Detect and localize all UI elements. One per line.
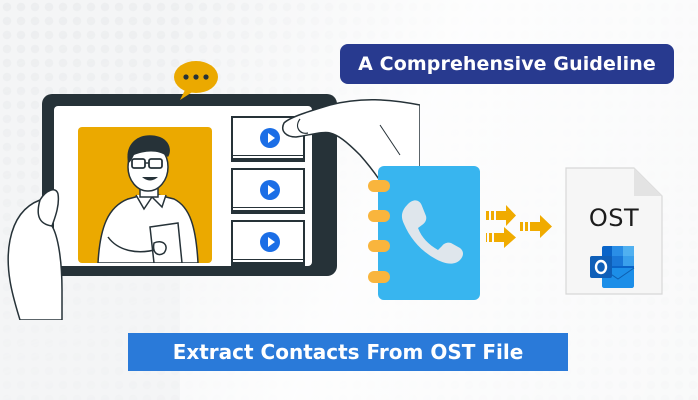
outlook-icon	[590, 246, 635, 288]
arrow-right-icon	[486, 205, 552, 248]
subtitle-badge: A Comprehensive Guideline	[340, 44, 674, 84]
video-thumbnail[interactable]	[231, 220, 305, 266]
tablet-screen	[54, 106, 312, 266]
play-icon[interactable]	[260, 180, 280, 200]
presenter-illustration	[97, 135, 199, 263]
play-icon[interactable]	[260, 128, 280, 148]
left-hand-illustration	[7, 189, 63, 320]
tablet-device	[42, 94, 337, 276]
speech-bubble-icon	[174, 61, 218, 100]
contact-book-icon	[378, 166, 480, 300]
binder-ring	[368, 271, 390, 283]
video-thumbnail[interactable]	[231, 168, 305, 214]
presenter-panel	[78, 127, 212, 263]
ost-file-icon: OST	[564, 166, 664, 296]
file-type-label: OST	[588, 204, 640, 232]
binder-ring	[368, 240, 390, 252]
title-banner: Extract Contacts From OST File	[128, 333, 568, 371]
binder-ring	[368, 180, 390, 192]
play-icon[interactable]	[260, 232, 280, 252]
phone-icon	[401, 200, 463, 264]
binder-ring	[368, 210, 390, 222]
